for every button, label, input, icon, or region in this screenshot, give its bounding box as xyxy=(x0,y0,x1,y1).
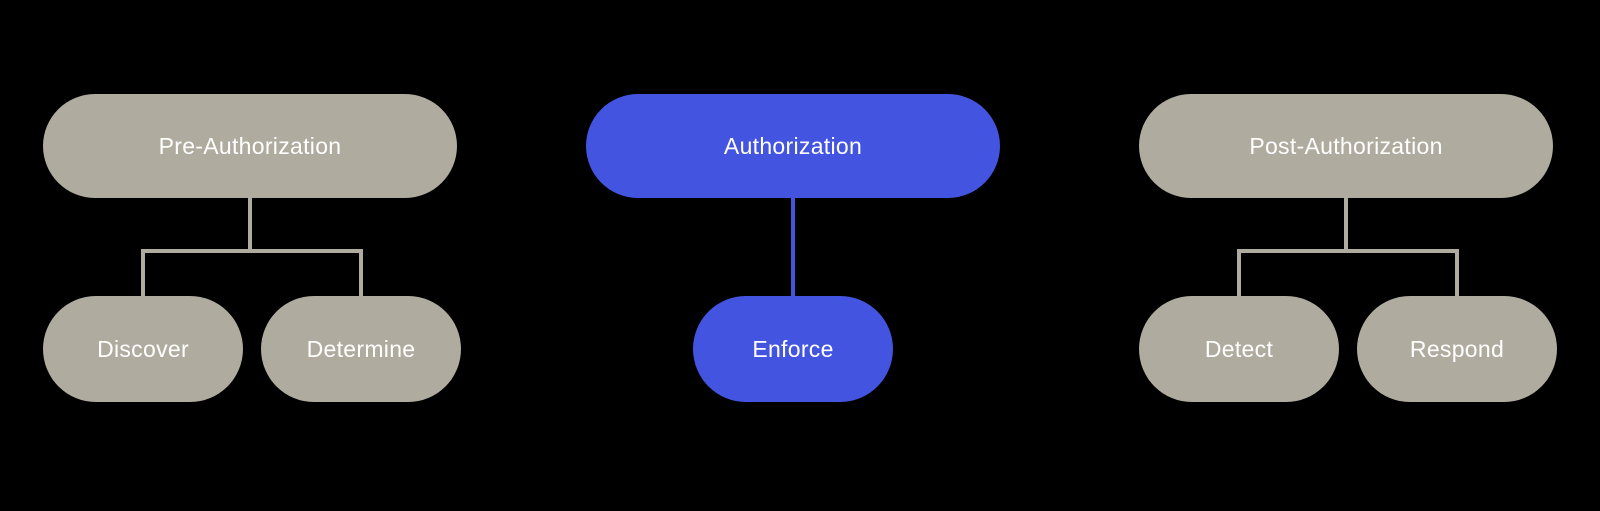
connector-pre-authorization-stem xyxy=(248,197,252,249)
connector-detect-drop xyxy=(1237,249,1241,297)
node-enforce: Enforce xyxy=(693,296,893,402)
node-determine: Determine xyxy=(261,296,461,402)
node-detect: Detect xyxy=(1139,296,1339,402)
node-authorization: Authorization xyxy=(586,94,1000,198)
connector-discover-drop xyxy=(141,249,145,297)
node-post-authorization-label: Post-Authorization xyxy=(1249,132,1443,159)
node-pre-authorization: Pre-Authorization xyxy=(43,94,457,198)
connector-pre-authorization-crossbar xyxy=(141,249,363,253)
node-post-authorization: Post-Authorization xyxy=(1139,94,1553,198)
node-pre-authorization-label: Pre-Authorization xyxy=(158,132,342,159)
connector-post-authorization-crossbar xyxy=(1237,249,1459,253)
connector-determine-drop xyxy=(359,249,363,297)
node-detect-label: Detect xyxy=(1204,335,1274,362)
connector-enforce-stem xyxy=(791,197,795,297)
connector-respond-drop xyxy=(1455,249,1459,297)
node-enforce-label: Enforce xyxy=(752,335,834,362)
node-discover-label: Discover xyxy=(97,335,189,362)
node-authorization-label: Authorization xyxy=(723,132,863,159)
node-respond-label: Respond xyxy=(1409,335,1505,362)
connector-post-authorization-stem xyxy=(1344,197,1348,249)
node-discover: Discover xyxy=(43,296,243,402)
node-respond: Respond xyxy=(1357,296,1557,402)
node-determine-label: Determine xyxy=(306,335,416,362)
